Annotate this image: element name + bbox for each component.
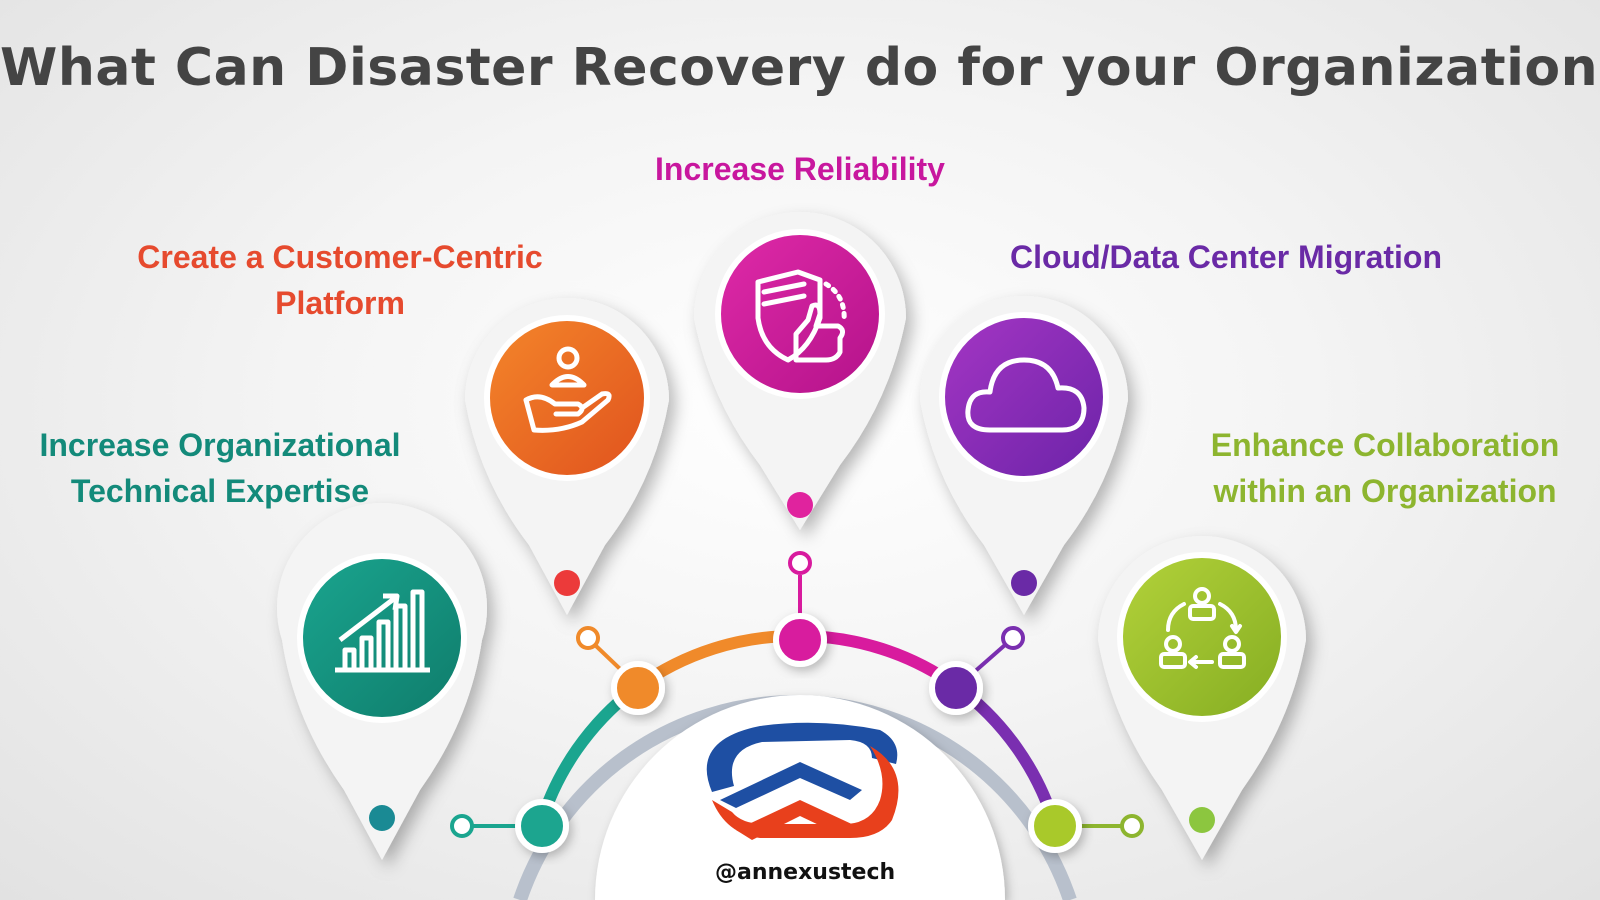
arc-nodes [515, 613, 1082, 853]
team-cycle-icon [1159, 587, 1246, 669]
hand-with-person-icon [523, 346, 612, 433]
brand-handle: @annexustech [715, 860, 896, 885]
label-customer-line-2: Platform [275, 285, 405, 321]
center-dome [595, 695, 1005, 900]
shield-thumbs-up-icon [755, 269, 847, 363]
label-customer: Create a Customer-Centric Platform [100, 234, 580, 326]
label-expertise-line-2: Technical Expertise [70, 473, 370, 509]
label-expertise: Increase Organizational Technical Expert… [10, 422, 430, 514]
pin-migration [920, 296, 1128, 615]
label-collaboration: Enhance Collaboration within an Organiza… [1180, 422, 1590, 514]
page-title: What Can Disaster Recovery do for your O… [0, 38, 1600, 98]
label-migration: Cloud/Data Center Migration [1010, 234, 1530, 280]
label-reliability: Increase Reliability [580, 146, 1020, 192]
pin-reliability [694, 212, 906, 530]
label-customer-line-1: Create a Customer-Centric [137, 239, 543, 275]
label-collaboration-line-2: within an Organization [1213, 473, 1557, 509]
annexus-logo [706, 722, 899, 840]
pin-customer [465, 298, 669, 615]
label-collaboration-line-1: Enhance Collaboration [1210, 427, 1560, 463]
bar-chart-growth-icon [335, 589, 430, 673]
label-reliability-line-1: Increase Reliability [655, 151, 945, 187]
pin-expertise [277, 502, 487, 860]
pin-collaboration [1098, 536, 1306, 860]
label-migration-line-1: Cloud/Data Center Migration [1010, 239, 1443, 275]
cloud-icon [965, 357, 1087, 433]
label-expertise-line-1: Increase Organizational [39, 427, 401, 463]
